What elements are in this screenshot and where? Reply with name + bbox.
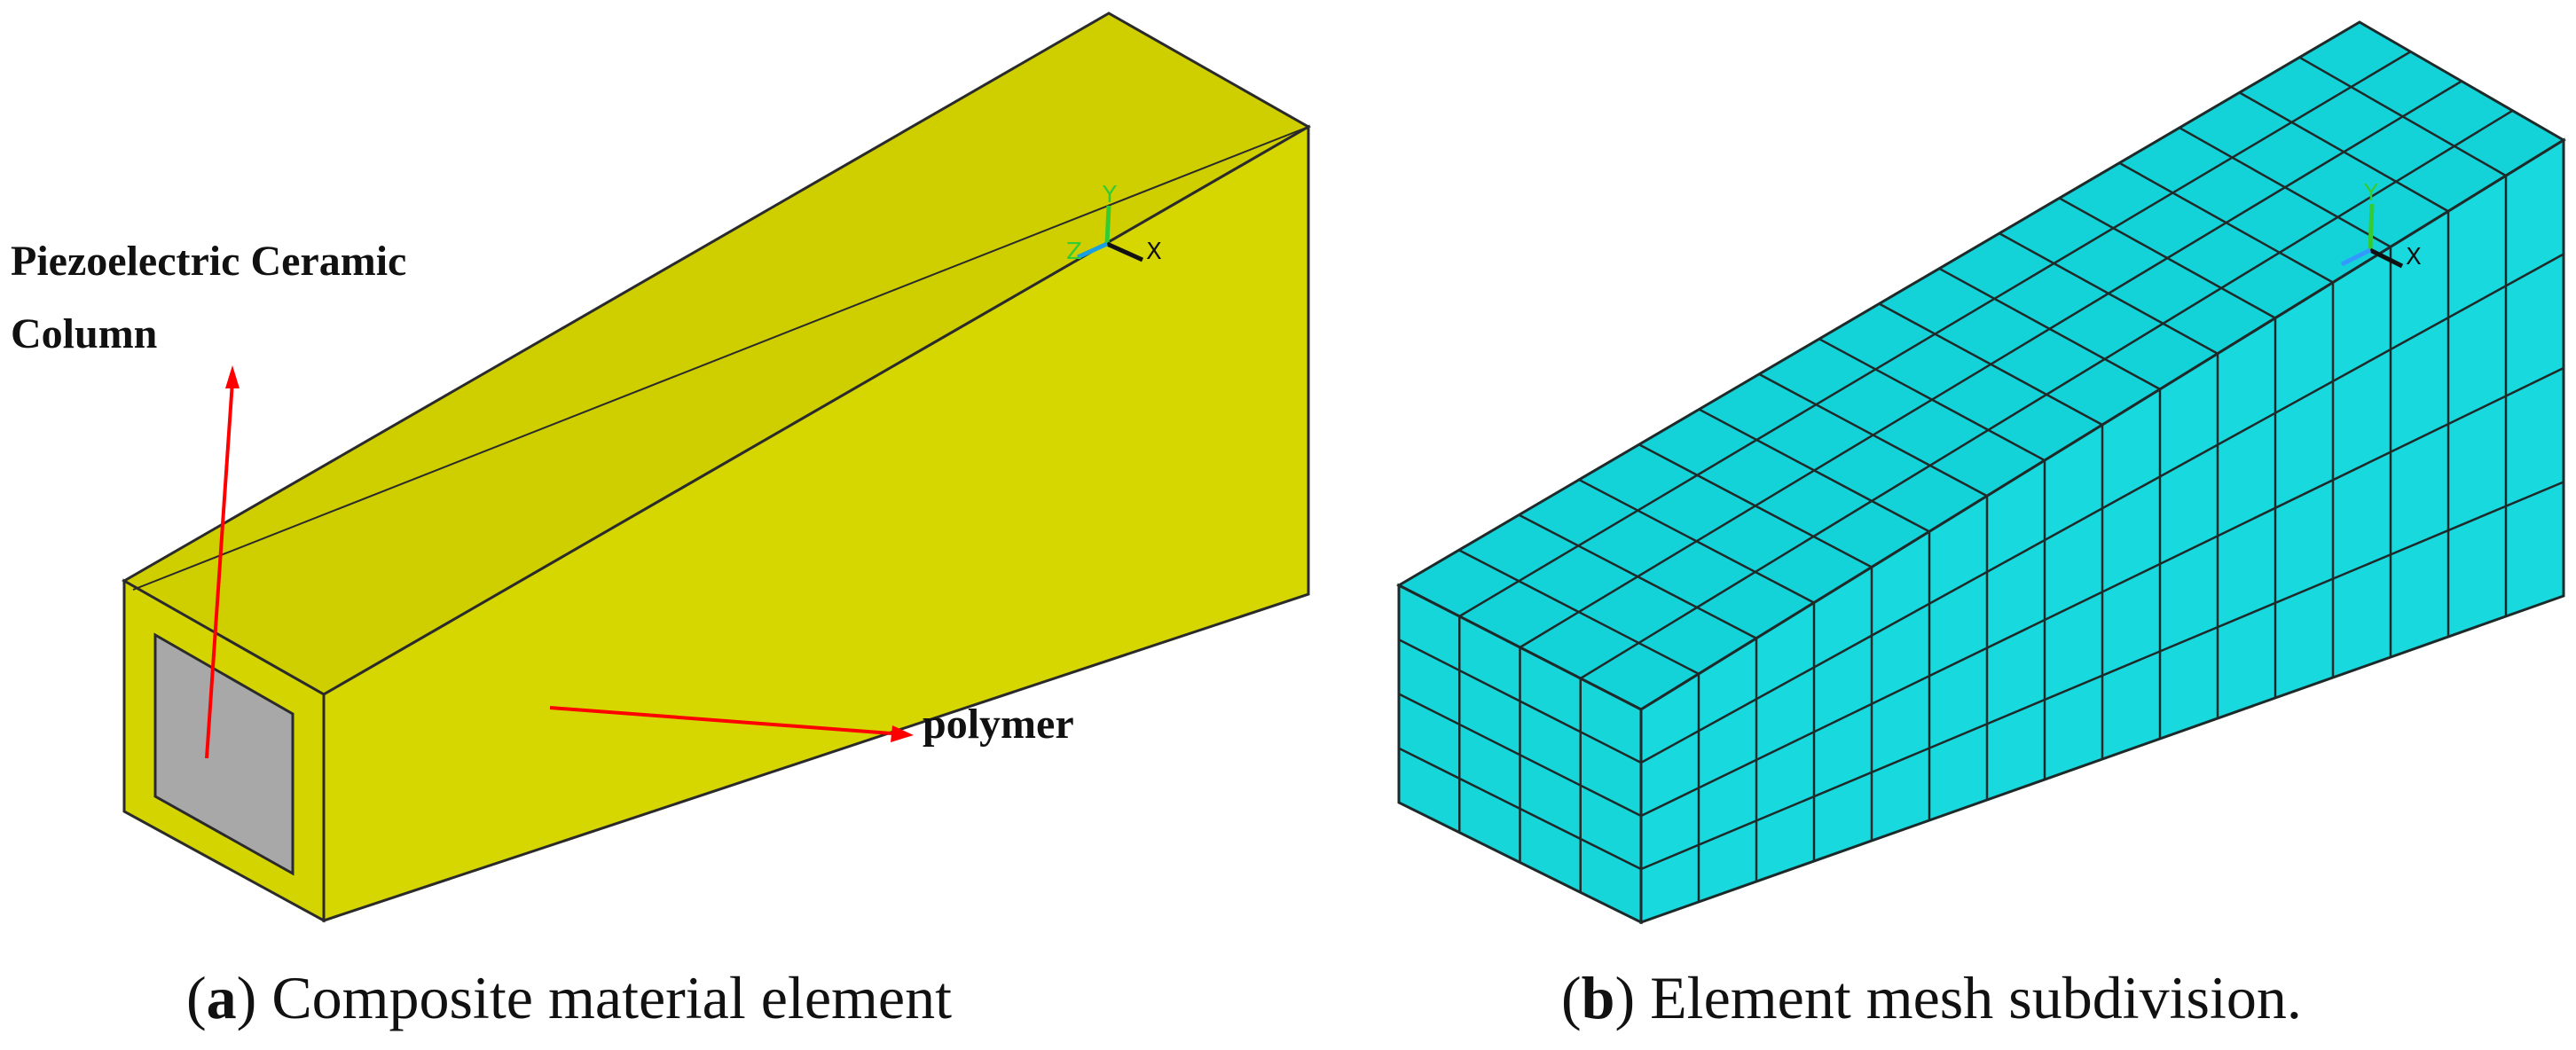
mesh-line-top-trans (2118, 161, 2334, 284)
mesh-grid-lines (1398, 51, 2564, 902)
mesh-line-top-trans (2239, 91, 2449, 213)
axis-y-label-b: Y (2363, 180, 2378, 207)
caption-a: (a) Composite material element (186, 964, 952, 1031)
axis-triad-b: X Y (2340, 180, 2422, 270)
mesh-line-top-trans (1878, 302, 2103, 427)
mesh-line-top-trans (1818, 338, 2046, 462)
caption-b: (b) Element mesh subdivision. (1561, 964, 2302, 1031)
mesh-line-top-trans (1458, 549, 1700, 675)
ceramic-arrow (205, 365, 240, 759)
polymer-arrow (549, 706, 914, 742)
mesh-line-top-trans (2058, 197, 2276, 319)
axis-y-label: Y (1102, 182, 1117, 208)
mesh-line-front-h (1398, 747, 1642, 871)
axis-z-label: Z (1066, 239, 1082, 265)
mesh-line-top-trans (1638, 443, 1873, 568)
mesh-line-top-trans (1938, 267, 2161, 390)
mesh-line-top-trans (1758, 372, 1988, 498)
mesh-line-top-trans (2179, 126, 2391, 248)
ceramic-column-section (153, 632, 295, 876)
panel-a: X Y Z Piezoelectric Ceramic Column polym… (11, 12, 1312, 1031)
mesh-line-top-trans (1698, 408, 1930, 533)
panel-b: X Y (b) Element mesh subdivision. (1395, 20, 2566, 1031)
beam-inner-edge (132, 126, 1309, 591)
mesh-line-top-trans (1518, 513, 1757, 639)
axis-triad-a: X Y Z (1066, 182, 1162, 265)
polymer-label: polymer (923, 701, 1074, 748)
axis-x-label: X (1146, 239, 1162, 265)
mesh-line-top-trans (1578, 478, 1815, 604)
mesh-line-top-trans (1999, 232, 2219, 355)
ceramic-label-line2: Column (11, 310, 157, 357)
axis-x-label-b: X (2406, 244, 2422, 270)
ceramic-label-line1: Piezoelectric Ceramic (11, 238, 406, 285)
mesh-line-top-trans (2298, 56, 2507, 177)
